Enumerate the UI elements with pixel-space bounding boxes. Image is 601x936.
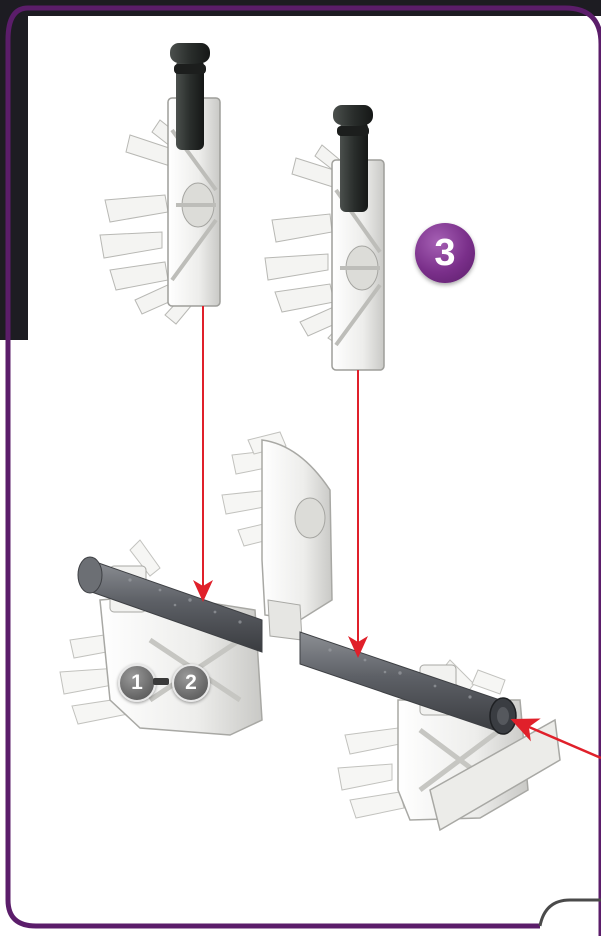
sub-step-separator — [153, 678, 169, 685]
black-pin-left — [170, 43, 210, 150]
sub-step-badge-2: 2 — [172, 664, 210, 702]
corner-tab — [540, 900, 601, 926]
sub-step-badge-1: 1 — [118, 664, 156, 702]
step-number-badge: 3 — [415, 223, 475, 283]
end-cap — [490, 698, 516, 734]
